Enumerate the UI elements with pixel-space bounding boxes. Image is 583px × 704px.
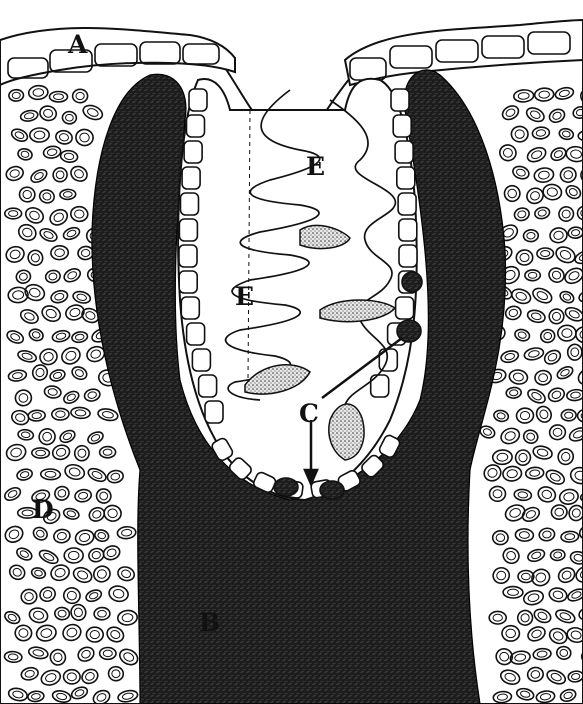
lining-cell — [179, 219, 197, 241]
lining-cell — [205, 401, 223, 423]
label-b: B — [199, 608, 220, 637]
lining-cell — [399, 245, 417, 267]
lining-cell — [179, 245, 197, 267]
inner-chamber — [178, 79, 417, 500]
label-d: D — [32, 495, 54, 524]
lining-cell — [391, 89, 409, 111]
lining-cell — [192, 349, 210, 371]
lining-cell — [398, 193, 416, 215]
label-c: C — [299, 399, 319, 428]
lining-cell — [395, 141, 413, 163]
lining-cell — [181, 193, 199, 215]
label-e-upper: E — [306, 152, 325, 181]
lining-cell — [397, 167, 415, 189]
lining-cell — [182, 167, 200, 189]
lining-cell — [396, 297, 414, 319]
label-a: A — [67, 30, 88, 59]
lining-cell — [181, 297, 199, 319]
lining-cell — [179, 271, 197, 293]
lining-cell — [393, 115, 411, 137]
lining-cell — [199, 375, 217, 397]
lining-cell — [189, 89, 207, 111]
label-e-lower: E — [235, 282, 254, 311]
lining-cell — [399, 219, 417, 241]
lining-cell — [187, 323, 205, 345]
lining-cell — [184, 141, 202, 163]
lining-cell — [187, 115, 205, 137]
